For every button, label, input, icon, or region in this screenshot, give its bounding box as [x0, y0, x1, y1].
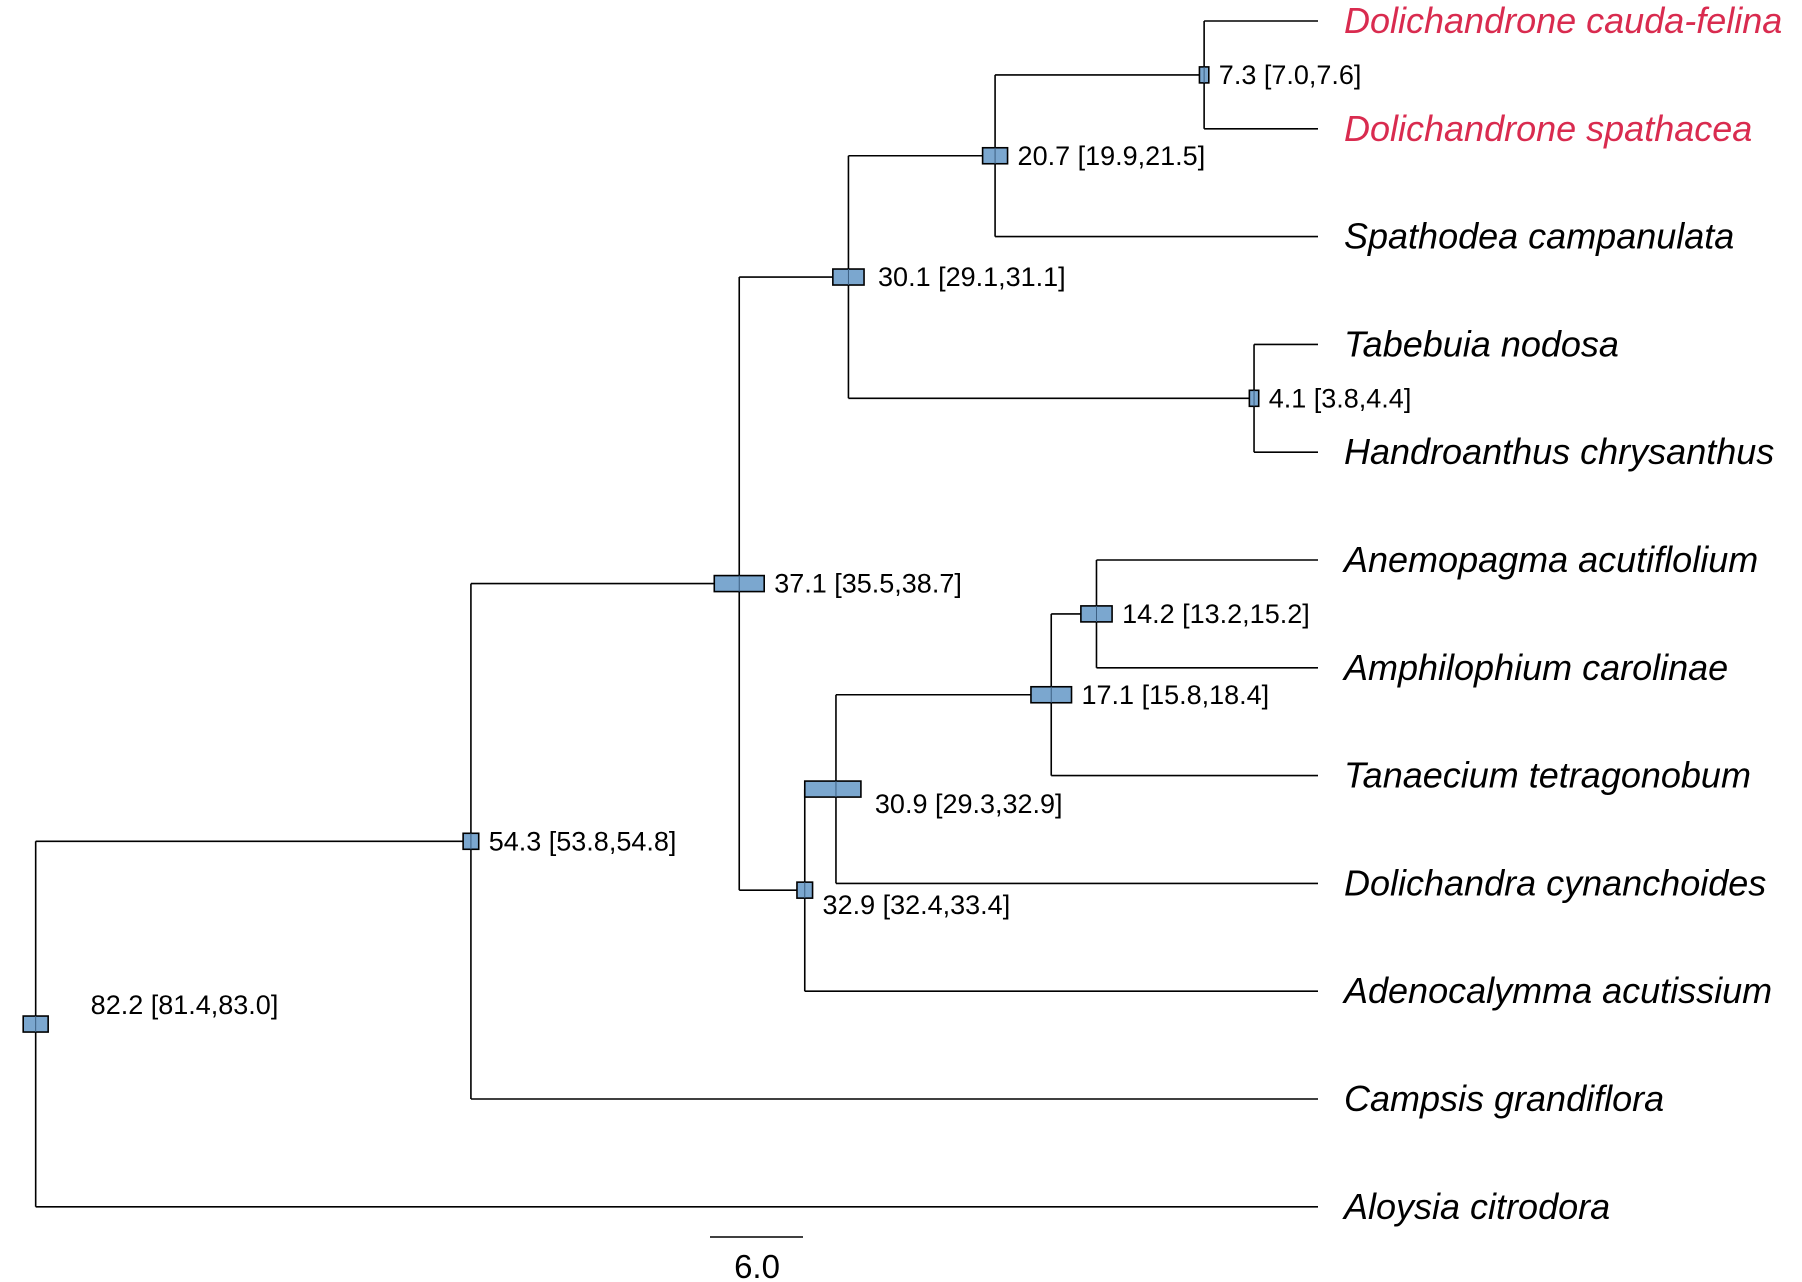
tip-label-t10: Adenocalymma acutissium	[1342, 970, 1772, 1011]
node-age-label-n4: 30.1 [29.1,31.1]	[878, 262, 1066, 292]
tip-label-t11: Campsis grandiflora	[1344, 1078, 1664, 1119]
node-age-label-n2: 20.7 [19.9,21.5]	[1018, 141, 1206, 171]
tip-labels: Dolichandrone cauda-felinaDolichandrone …	[1342, 0, 1782, 1227]
tip-label-t12: Aloysia citrodora	[1342, 1186, 1610, 1227]
node-age-label-n9: 37.1 [35.5,38.7]	[774, 569, 962, 599]
tip-label-t9: Dolichandra cynanchoides	[1344, 862, 1766, 903]
node-age-label-n6: 17.1 [15.8,18.4]	[1082, 680, 1270, 710]
node-age-labels: 7.3 [7.0,7.6] 20.7 [19.9,21.5] 4.1 [3.8,4.…	[91, 60, 1412, 1020]
node-age-label-n1: 7.3 [7.0,7.6]	[1219, 60, 1362, 90]
scale-bar-label: 6.0	[734, 1248, 780, 1282]
hpd-bars	[22, 66, 1260, 1033]
scale-bar: 6.0	[710, 1236, 803, 1282]
tip-label-t3: Spathodea campanulata	[1344, 216, 1734, 257]
node-age-label-n10: 54.3 [53.8,54.8]	[489, 826, 677, 856]
tip-label-t7: Amphilophium carolinae	[1342, 647, 1728, 688]
tip-label-t8: Tanaecium tetragonobum	[1344, 755, 1751, 796]
node-age-label-n5: 14.2 [13.2,15.2]	[1122, 599, 1310, 629]
tip-label-t2: Dolichandrone spathacea	[1344, 108, 1752, 149]
hpd-bar-n7	[803, 780, 862, 798]
node-age-label-n7: 30.9 [29.3,32.9]	[875, 789, 1063, 819]
node-age-label-n11: 82.2 [81.4,83.0]	[91, 990, 279, 1020]
tip-label-t1: Dolichandrone cauda-felina	[1344, 0, 1782, 41]
node-age-label-n3: 4.1 [3.8,4.4]	[1269, 383, 1412, 413]
node-age-label-n8: 32.9 [32.4,33.4]	[823, 890, 1011, 920]
tip-label-t6: Anemopagma acutiflolium	[1342, 539, 1758, 580]
tip-label-t5: Handroanthus chrysanthus	[1344, 431, 1774, 472]
tip-label-t4: Tabebuia nodosa	[1344, 323, 1619, 364]
